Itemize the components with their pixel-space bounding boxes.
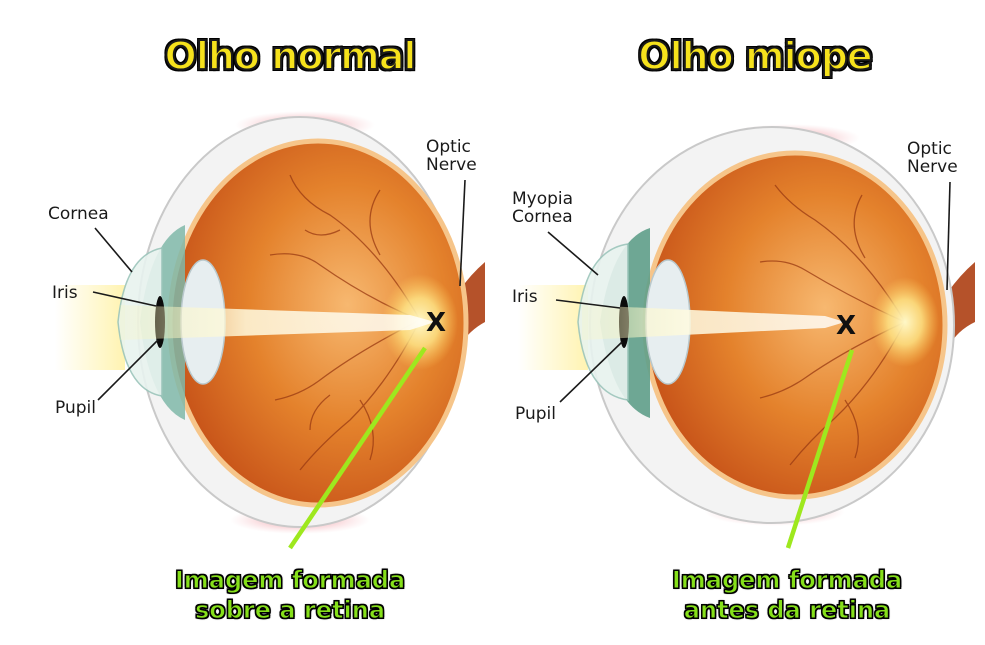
label-myopia-cornea: Myopia Cornea bbox=[512, 190, 573, 226]
label-optic-nerve-line1: Optic bbox=[426, 138, 477, 156]
title-myopic-eye: Olho miope bbox=[565, 34, 945, 78]
label-pupil: Pupil bbox=[55, 399, 96, 417]
label-cornea: Cornea bbox=[48, 205, 109, 223]
focus-mark: X bbox=[836, 313, 856, 339]
label-optic-nerve: Optic Nerve bbox=[426, 138, 477, 174]
label-myopia-cornea-line1: Myopia bbox=[512, 190, 573, 208]
myopic-eye bbox=[518, 124, 975, 548]
title-normal-eye: Olho normal bbox=[100, 34, 480, 78]
label-optic-nerve-line2: Nerve bbox=[426, 156, 477, 174]
caption-line1: Imagem formada bbox=[622, 565, 952, 595]
caption-line2: sobre a retina bbox=[125, 595, 455, 625]
label-iris: Iris bbox=[512, 288, 538, 306]
label-optic-nerve-line2: Nerve bbox=[907, 158, 958, 176]
caption-myopic-eye: Imagem formada antes da retina bbox=[622, 565, 952, 625]
caption-line2: antes da retina bbox=[622, 595, 952, 625]
focus-mark: X bbox=[426, 310, 446, 336]
caption-line1: Imagem formada bbox=[125, 565, 455, 595]
optic-disc bbox=[871, 277, 939, 367]
label-iris: Iris bbox=[52, 284, 78, 302]
label-optic-nerve-line1: Optic bbox=[907, 140, 958, 158]
label-pupil: Pupil bbox=[515, 405, 556, 423]
caption-normal-eye: Imagem formada sobre a retina bbox=[125, 565, 455, 625]
normal-eye bbox=[55, 111, 485, 548]
label-myopia-cornea-line2: Cornea bbox=[512, 208, 573, 226]
label-optic-nerve: Optic Nerve bbox=[907, 140, 958, 176]
